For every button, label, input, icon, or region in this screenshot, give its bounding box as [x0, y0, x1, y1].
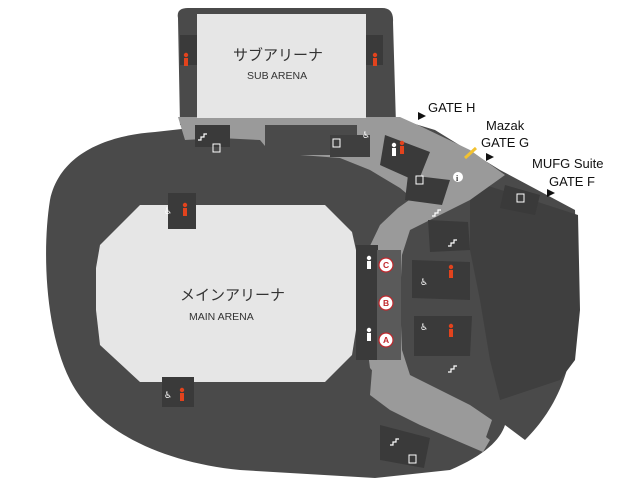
info-icon: i: [453, 172, 463, 183]
main-arena-floor: [96, 205, 356, 382]
room-6: [412, 260, 470, 300]
sub-sw-block: [195, 125, 230, 147]
zone-marker-c: C: [378, 257, 394, 273]
gate-g[interactable]: Mazak GATE G: [481, 118, 529, 161]
restroom-icon: [366, 142, 397, 341]
sub-arena-name-en: SUB ARENA: [247, 70, 307, 82]
sub-ne-block: [366, 35, 383, 65]
zone-marker-a: A: [378, 332, 394, 348]
room-9: [500, 185, 540, 215]
north-entrance-block: [168, 193, 196, 229]
room-8: [380, 425, 430, 468]
gate-f-label: GATE F: [549, 174, 595, 189]
sub-arena-name-jp: サブアリーナ: [233, 46, 323, 64]
east-inner-block: [356, 245, 378, 360]
east-wing-block: [470, 180, 580, 400]
room-7: [414, 316, 472, 356]
info-counter: [463, 146, 478, 160]
gate-f[interactable]: MUFG Suite GATE F: [532, 156, 604, 197]
gate-g-sponsor: Mazak: [486, 118, 525, 133]
main-arena-name-jp: メインアリーナ: [180, 286, 285, 304]
zone-marker-b: B: [378, 295, 394, 311]
svg-text:♿: ♿: [420, 323, 428, 333]
svg-text:♿: ♿: [164, 207, 172, 217]
wheelchair-icon: ♿ ♿ ♿ ♿ ♿: [164, 131, 428, 401]
sub-nw-block: [180, 35, 197, 65]
restroom-icon: [179, 52, 454, 401]
main-arena-name-en: MAIN ARENA: [189, 311, 254, 323]
zone-b-label: B: [383, 298, 389, 308]
gate-arrow-icon: [418, 112, 426, 120]
sub-arena-floor: [197, 14, 366, 118]
elevator-icon: [212, 138, 525, 464]
stairs-icon: [198, 133, 457, 446]
room-4: [405, 175, 450, 205]
gate-g-label: GATE G: [481, 135, 529, 150]
gate-arrow-icon: [547, 189, 555, 197]
gate-h[interactable]: GATE H: [418, 100, 475, 120]
zone-c-label: C: [383, 260, 389, 270]
svg-text:i: i: [456, 174, 459, 183]
svg-text:♿: ♿: [420, 278, 428, 288]
gate-arrow-icon: [486, 153, 494, 161]
south-concourse: [370, 370, 490, 452]
room-5: [428, 220, 470, 252]
svg-text:♿: ♿: [164, 391, 172, 401]
room-3: [380, 135, 430, 182]
svg-text:♿: ♿: [362, 131, 370, 141]
gate-f-sponsor: MUFG Suite: [532, 156, 604, 171]
zone-a-label: A: [383, 335, 389, 345]
south-entrance-block: [162, 377, 194, 407]
gate-h-label: GATE H: [428, 100, 475, 115]
